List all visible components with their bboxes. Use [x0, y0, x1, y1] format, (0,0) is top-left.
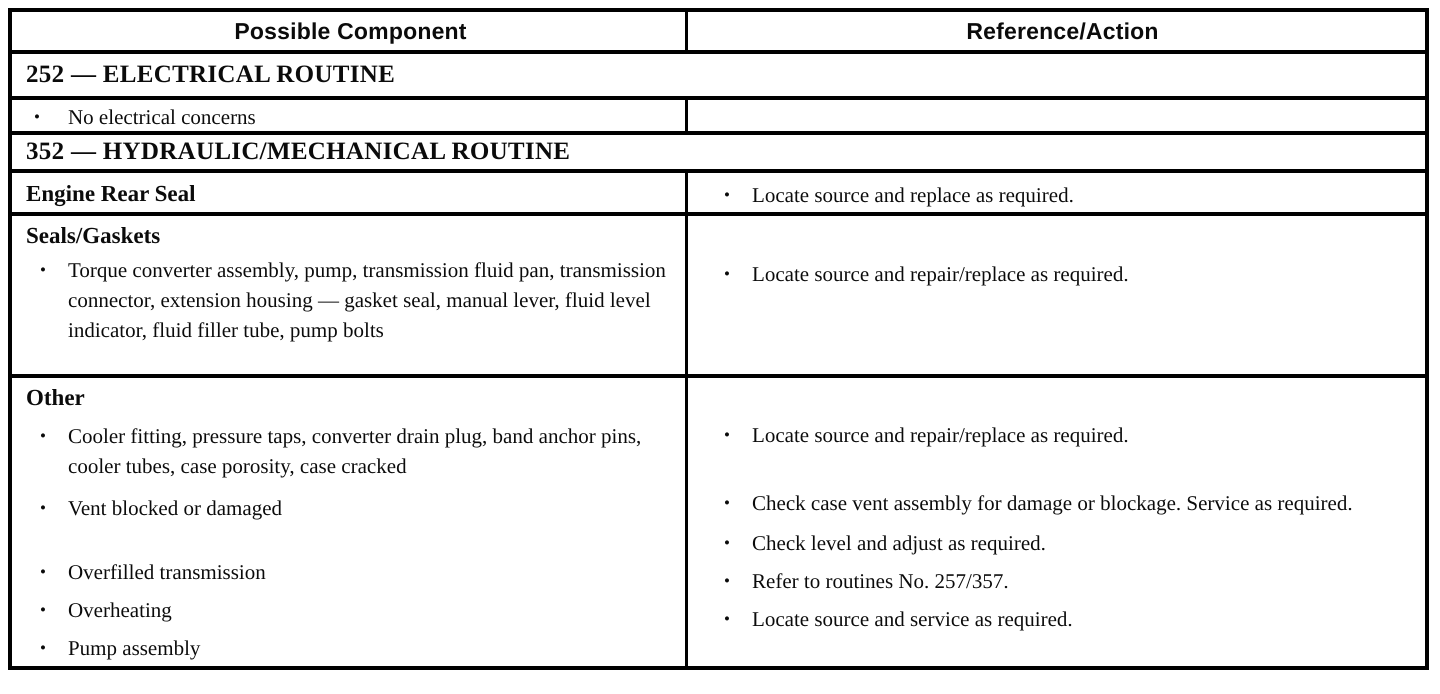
action-text: Locate source and repair/replace as requ… — [752, 262, 1129, 286]
section-title: 252 — ELECTRICAL ROUTINE — [26, 61, 396, 88]
table-row-other: Other • Cooler fitting, pressure taps, c… — [12, 378, 1425, 666]
action-bullet-item: • Refer to routines No. 257/357. — [710, 566, 1415, 596]
component-text: Pump assembly — [68, 636, 201, 660]
component-text: Overheating — [68, 598, 172, 622]
action-text: Locate source and repair/replace as requ… — [752, 423, 1129, 447]
component-bullet-item: • Pump assembly — [26, 633, 675, 663]
bullet-icon: • — [724, 264, 730, 283]
action-cell: • Locate source and repair/replace as re… — [688, 378, 1425, 666]
section-row-352-hydraulic-mechanical: 352 — HYDRAULIC/MECHANICAL ROUTINE — [12, 135, 1425, 173]
component-text: Cooler fitting, pressure taps, converter… — [68, 424, 642, 478]
component-cell: Other • Cooler fitting, pressure taps, c… — [12, 378, 688, 666]
bullet-icon: • — [40, 600, 46, 619]
bullet-icon: • — [34, 107, 40, 126]
action-text: Locate source and replace as required. — [752, 183, 1074, 207]
component-text: Torque converter assembly, pump, transmi… — [68, 258, 666, 342]
section-title: 352 — HYDRAULIC/MECHANICAL ROUTINE — [26, 138, 571, 165]
action-bullet-item: • Locate source and service as required. — [710, 604, 1415, 634]
component-bullet-item: • Vent blocked or damaged — [26, 493, 675, 523]
bullet-icon: • — [40, 260, 46, 279]
component-bullet-item: • Cooler fitting, pressure taps, convert… — [26, 421, 675, 481]
component-cell: • No electrical concerns — [12, 100, 688, 131]
component-text: No electrical concerns — [68, 105, 256, 129]
header-possible-component: Possible Component — [12, 12, 688, 50]
component-cell: Engine Rear Seal — [12, 173, 688, 212]
bullet-icon: • — [724, 493, 730, 512]
component-title: Other — [26, 385, 85, 410]
diagnostic-routine-table: Possible Component Reference/Action 252 … — [8, 8, 1429, 670]
bullet-icon: • — [724, 533, 730, 552]
scanned-page: Possible Component Reference/Action 252 … — [8, 8, 1429, 670]
table-header-row: Possible Component Reference/Action — [12, 12, 1425, 54]
bullet-icon: • — [724, 425, 730, 444]
action-bullet-item: • Locate source and repair/replace as re… — [710, 420, 1415, 450]
bullet-icon: • — [40, 638, 46, 657]
action-bullet-item: • Locate source and replace as required. — [710, 180, 1415, 210]
table-row-seals-gaskets: Seals/Gaskets • Torque converter assembl… — [12, 216, 1425, 378]
action-bullet-item: • Check case vent assembly for damage or… — [710, 488, 1415, 518]
section-row-252-electrical: 252 — ELECTRICAL ROUTINE — [12, 54, 1425, 100]
action-bullet-item: • Locate source and repair/replace as re… — [710, 259, 1415, 289]
component-bullet-item: • Overheating — [26, 595, 675, 625]
action-cell-empty — [688, 100, 1425, 131]
component-bullet-item: • No electrical concerns — [26, 102, 675, 132]
component-bullet-item: • Overfilled transmission — [26, 557, 675, 587]
component-bullet-item: • Torque converter assembly, pump, trans… — [26, 255, 675, 345]
component-text: Overfilled transmission — [68, 560, 266, 584]
bullet-icon: • — [724, 571, 730, 590]
action-text: Locate source and service as required. — [752, 607, 1073, 631]
action-text: Check case vent assembly for damage or b… — [752, 491, 1353, 515]
bullet-icon: • — [40, 562, 46, 581]
component-title: Seals/Gaskets — [26, 223, 161, 248]
action-text: Refer to routines No. 257/357. — [752, 569, 1009, 593]
action-text: Check level and adjust as required. — [752, 531, 1046, 555]
bullet-icon: • — [724, 185, 730, 204]
bullet-icon: • — [724, 609, 730, 628]
action-cell: • Locate source and repair/replace as re… — [688, 216, 1425, 374]
component-text: Vent blocked or damaged — [68, 496, 283, 520]
table-row-engine-rear-seal: Engine Rear Seal • Locate source and rep… — [12, 173, 1425, 216]
table-row-no-electrical-concerns: • No electrical concerns — [12, 100, 1425, 135]
header-reference-action: Reference/Action — [966, 17, 1159, 44]
action-cell: • Locate source and replace as required. — [688, 173, 1425, 212]
bullet-icon: • — [40, 498, 46, 517]
action-bullet-item: • Check level and adjust as required. — [710, 528, 1415, 558]
component-title: Engine Rear Seal — [26, 181, 196, 206]
bullet-icon: • — [40, 426, 46, 445]
component-cell: Seals/Gaskets • Torque converter assembl… — [12, 216, 688, 374]
